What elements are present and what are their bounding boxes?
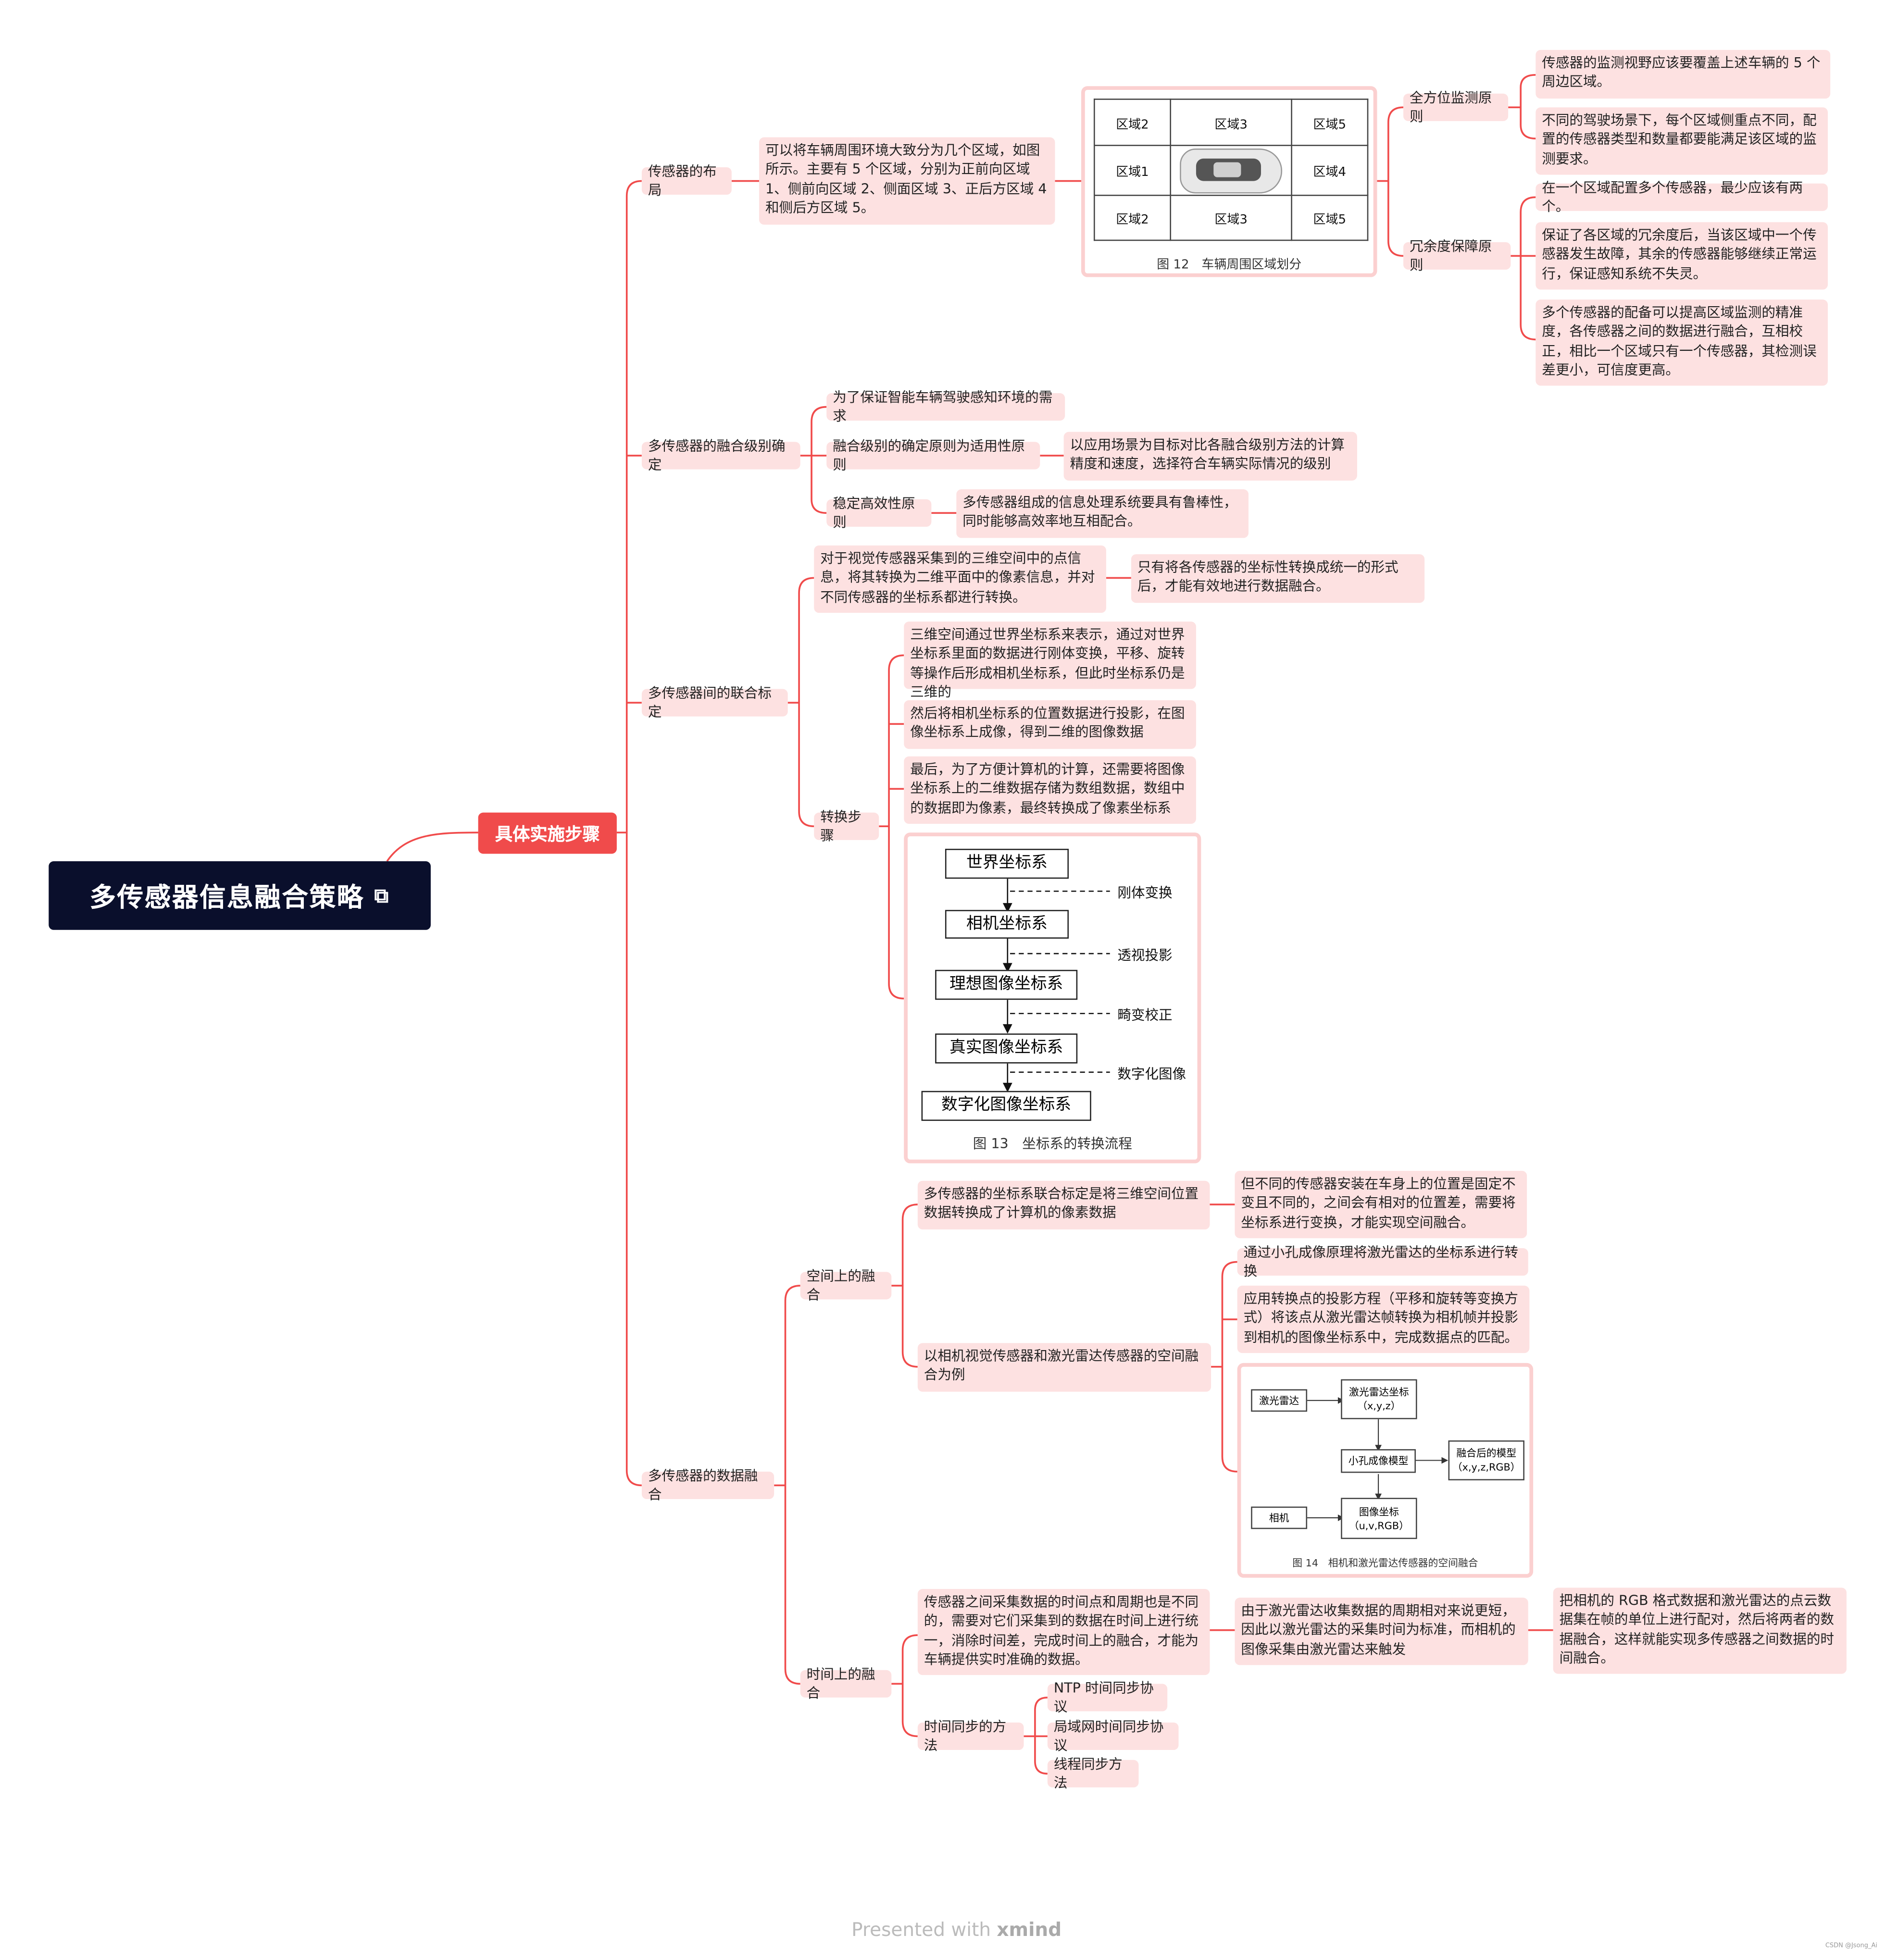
region-cell: 区域2 (1093, 99, 1171, 146)
region-cell: 区域4 (1291, 145, 1369, 196)
calib-step[interactable]: 最后，为了方便计算机的计算，还需要将图像坐标系上的二维数据存储为数组数据，数组中… (904, 756, 1196, 824)
region-cell: 区域5 (1291, 99, 1369, 146)
car-icon (1180, 148, 1283, 193)
coord-box: 相机坐标系 (945, 910, 1069, 939)
figure-14[interactable]: 激光雷达 激光雷达坐标 （x,y,z） 小孔成像模型 融合后的模型 （x,y,z… (1237, 1363, 1534, 1578)
space-item[interactable]: 以相机视觉传感器和激光雷达传感器的空间融合为例 (917, 1343, 1211, 1392)
coord-box: 理想图像坐标系 (935, 969, 1078, 1000)
level-item-detail[interactable]: 以应用场景为目标对比各融合级别方法的计算精度和速度，选择符合车辆实际情况的级别 (1063, 432, 1357, 481)
transform-label: 透视投影 (1117, 947, 1173, 964)
coord-box: 数字化图像坐标系 (921, 1091, 1091, 1121)
figure-13-arrows (1002, 879, 1110, 1092)
region-grid: 区域2 区域3 区域5 区域1 区域4 区域2 区域3 区域5 (1093, 99, 1369, 241)
coord-box: 世界坐标系 (945, 848, 1069, 879)
fused-value: （x,y,z,RGB） (1452, 1462, 1521, 1473)
topic-joint-calibration[interactable]: 多传感器间的联合标定 (641, 685, 788, 720)
root-title: 多传感器信息融合策略 (89, 881, 364, 912)
space-fusion[interactable]: 空间上的融合 (800, 1268, 892, 1303)
figure-13[interactable]: 世界坐标系 相机坐标系 理想图像坐标系 真实图像坐标系 数字化图像坐标系 刚体变… (904, 832, 1201, 1164)
region-cell: 区域5 (1291, 195, 1369, 241)
root-topic[interactable]: 多传感器信息融合策略 ⧉ (49, 861, 431, 930)
topic-layout[interactable]: 传感器的布局 (641, 163, 732, 198)
region-cell: 区域3 (1170, 195, 1292, 241)
fig14-fused: 融合后的模型 （x,y,z,RGB） (1448, 1440, 1524, 1481)
principle-redundancy[interactable]: 冗余度保障原则 (1403, 238, 1511, 273)
space-subitem[interactable]: 应用转换点的投影方程（平移和旋转等变换方式）将该点从激光雷达帧转换为相机帧并投影… (1237, 1285, 1530, 1353)
region-cell: 区域3 (1170, 99, 1292, 146)
link-copy-icon[interactable]: ⧉ (374, 883, 390, 907)
space-item-detail[interactable]: 但不同的传感器安装在车身上的位置是固定不变且不同的，之间会有相对的位置差，需要将… (1235, 1170, 1527, 1239)
calib-item-detail[interactable]: 只有将各传感器的坐标性转换成统一的形式后，才能有效地进行数据融合。 (1131, 554, 1425, 603)
footer-prefix: Presented with (851, 1918, 997, 1941)
fig14-pinhole: 小孔成像模型 (1341, 1449, 1416, 1473)
fig14-camera: 相机 (1251, 1506, 1308, 1529)
fig14-lidar: 激光雷达 (1251, 1389, 1308, 1412)
region-cell: 区域1 (1093, 145, 1171, 196)
figure-13-caption: 图 13 坐标系的转换流程 (973, 1136, 1132, 1153)
level1-topic[interactable]: 具体实施步骤 (478, 812, 617, 854)
principle2-item[interactable]: 保证了各区域的冗余度后，当该区域中一个传感器发生故障，其余的传感器能够继续正常运… (1536, 222, 1828, 290)
sync-method[interactable]: NTP 时间同步协议 (1047, 1680, 1168, 1715)
principle2-item[interactable]: 多个传感器的配备可以提高区域监测的精准度，各传感器之间的数据进行融合，互相校正，… (1536, 299, 1828, 386)
fig14-image-coord: 图像坐标 （u,v,RGB） (1341, 1498, 1417, 1539)
calib-step[interactable]: 然后将相机坐标系的位置数据进行投影，在图像坐标系上成像，得到二维的图像数据 (904, 700, 1196, 749)
figure-14-caption: 图 14 相机和激光雷达传感器的空间融合 (1292, 1558, 1478, 1569)
time-item[interactable]: 传感器之间采集数据的时间点和周期也是不同的，需要对它们采集到的数据在时间上进行统… (917, 1588, 1210, 1675)
calib-step[interactable]: 三维空间通过世界坐标系来表示，通过对世界坐标系里面的数据进行刚体变换，平移、旋转… (904, 621, 1196, 700)
principle1-item[interactable]: 传感器的监测视野应该要覆盖上述车辆的 5 个周边区域。 (1536, 50, 1831, 99)
topic-data-fusion[interactable]: 多传感器的数据融合 (641, 1467, 774, 1503)
time-item-detail2[interactable]: 把相机的 RGB 格式数据和激光雷达的点云数据集在帧的单位上进行配对，然后将两者… (1553, 1588, 1847, 1674)
watermark: CSDN @Jsong_Ai (1825, 1942, 1877, 1950)
image-coord-label: 图像坐标 (1359, 1506, 1399, 1517)
space-item[interactable]: 多传感器的坐标系联合标定是将三维空间位置数据转换成了计算机的像素数据 (917, 1180, 1210, 1230)
principle-all-round[interactable]: 全方位监测原则 (1403, 89, 1509, 125)
calib-steps[interactable]: 转换步骤 (814, 808, 879, 844)
principle2-item[interactable]: 在一个区域配置多个传感器，最少应该有两个。 (1536, 179, 1828, 215)
level-item-detail[interactable]: 多传感器组成的信息处理系统要具有鲁棒性，同时能够高效率地互相配合。 (956, 489, 1249, 538)
layout-desc[interactable]: 可以将车辆周围环境大致分为几个区域，如图所示。主要有 5 个区域，分别为正前向区… (759, 137, 1055, 225)
level-item[interactable]: 稳定高效性原则 (826, 495, 932, 531)
sync-method[interactable]: 局域网时间同步协议 (1047, 1718, 1179, 1754)
space-subitem[interactable]: 通过小孔成像原理将激光雷达的坐标系进行转换 (1237, 1244, 1528, 1279)
car-image (1170, 145, 1292, 196)
sync-method[interactable]: 线程同步方法 (1047, 1756, 1139, 1791)
level-item[interactable]: 为了保证智能车辆驾驶感知环境的需求 (826, 389, 1065, 424)
presented-with-xmind[interactable]: Presented with xmind (851, 1919, 1061, 1941)
time-fusion[interactable]: 时间上的融合 (800, 1666, 892, 1701)
lidar-coord-label: 激光雷达坐标 (1349, 1387, 1409, 1398)
time-item-detail[interactable]: 由于激光雷达收集数据的周期相对来说更短，因此以激光雷达的采集时间为标准，而相机的… (1235, 1598, 1528, 1665)
time-sync-methods[interactable]: 时间同步的方法 (917, 1718, 1024, 1754)
lidar-coord-value: （x,y,z） (1357, 1400, 1401, 1412)
footer-brand: xmind (997, 1918, 1062, 1941)
calib-item[interactable]: 对于视觉传感器采集到的三维空间中的点信息，将其转换为二维平面中的像素信息，并对不… (814, 545, 1106, 613)
figure-12-caption: 图 12 车辆周围区域划分 (1157, 258, 1302, 273)
topic-fusion-level[interactable]: 多传感器的融合级别确定 (641, 438, 800, 473)
transform-label: 数字化图像 (1117, 1066, 1186, 1082)
transform-label: 畸变校正 (1117, 1007, 1173, 1024)
figure-12[interactable]: 区域2 区域3 区域5 区域1 区域4 区域2 区域3 区域5 图 12 车辆周… (1081, 86, 1377, 277)
figure-14-arrows (1307, 1397, 1448, 1521)
level-item[interactable]: 融合级别的确定原则为适用性原则 (826, 438, 1040, 473)
coord-box: 真实图像坐标系 (935, 1033, 1078, 1064)
image-coord-value: （u,v,RGB） (1349, 1519, 1409, 1531)
principle1-item[interactable]: 不同的驾驶场景下，每个区域侧重点不同，配置的传感器类型和数量都要能满足该区域的监… (1536, 107, 1828, 175)
region-cell: 区域2 (1093, 195, 1171, 241)
transform-label: 刚体变换 (1117, 885, 1173, 902)
fig14-lidar-coord: 激光雷达坐标 （x,y,z） (1341, 1379, 1417, 1419)
fused-label: 融合后的模型 (1456, 1448, 1517, 1459)
